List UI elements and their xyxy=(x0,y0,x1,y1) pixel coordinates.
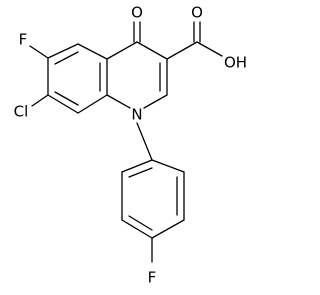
benzo-substituents: F Cl xyxy=(14,31,49,121)
bond-ph-6-1 xyxy=(121,159,153,173)
bond-c5-c6-inner xyxy=(54,51,79,65)
bond-ph-1-2 xyxy=(151,159,185,173)
bond-c8-c8a xyxy=(77,94,108,114)
pyridone-ring xyxy=(106,41,168,109)
bond-ph-4-5-inner xyxy=(128,215,153,231)
carboxylic-acid-group: O OH xyxy=(166,4,247,72)
bond-ccooh-oh xyxy=(196,41,223,57)
bond-c3-ccooh xyxy=(166,41,198,60)
bond-c4a-c5 xyxy=(77,43,108,60)
atom-oxo-o: O xyxy=(131,4,143,22)
benzo-ring xyxy=(47,43,108,114)
bond-ph-4-5 xyxy=(121,219,153,239)
bond-n1-c1prime xyxy=(136,122,153,161)
molecule-structure: O O OH F Cl N F xyxy=(14,4,247,287)
bond-c4a-c4 xyxy=(106,41,138,60)
atom-ring-cl: Cl xyxy=(14,103,29,121)
bond-c7-cl xyxy=(31,94,49,107)
bond-ph-3-4 xyxy=(151,219,185,239)
atom-acid-oh: OH xyxy=(224,54,247,72)
bond-c7-c8-inner xyxy=(54,91,79,106)
atom-acid-o: O xyxy=(191,4,203,22)
bond-c6-f xyxy=(29,45,49,59)
bond-c5-c6 xyxy=(47,43,79,59)
oxo-group: O xyxy=(131,4,143,43)
atom-ring-n: N xyxy=(131,106,142,124)
bond-c2-n1 xyxy=(143,94,168,109)
bond-ph-6-1-inner xyxy=(128,167,153,178)
bond-c7-c8 xyxy=(47,94,79,114)
fluorophenyl-ring: F xyxy=(121,122,185,287)
bond-n1-c8a xyxy=(106,94,131,109)
bond-c4-c3 xyxy=(136,41,168,60)
atom-para-f: F xyxy=(148,269,157,287)
atom-ring-f: F xyxy=(19,31,28,49)
